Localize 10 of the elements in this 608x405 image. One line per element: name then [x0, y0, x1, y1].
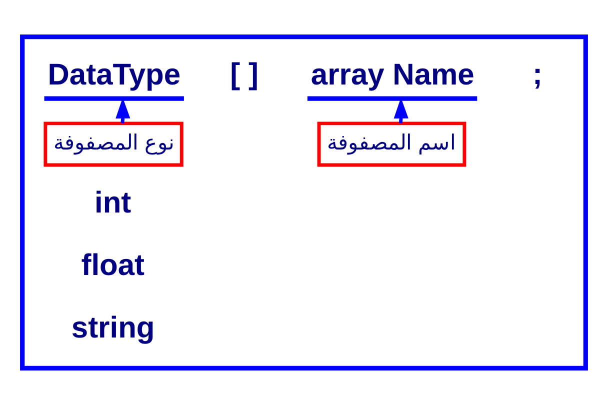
cluster — [20, 34, 588, 370]
label: int — [94, 186, 132, 220]
node-box: اسم المصفوفة — [317, 122, 466, 167]
node-box: نوع المصفوفة — [44, 122, 184, 167]
label: string — [71, 311, 155, 344]
label: [ ] — [230, 58, 258, 91]
node-text: array Name — [310, 58, 474, 92]
label: ; — [532, 58, 543, 91]
node-text: DataType — [48, 58, 181, 92]
label: float — [81, 248, 145, 282]
